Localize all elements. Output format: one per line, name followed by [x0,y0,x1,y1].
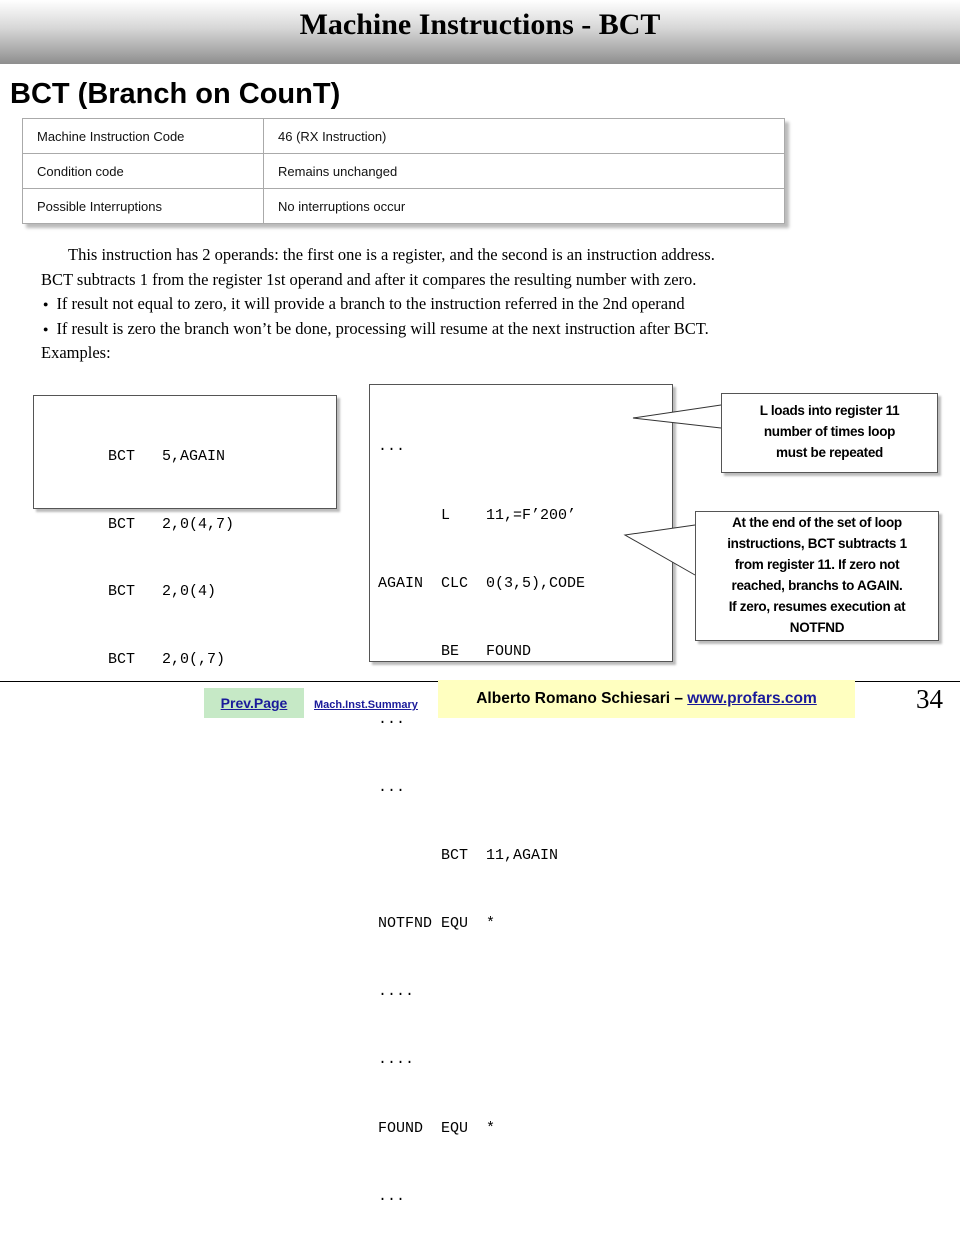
code-line: NOTFND EQU * [378,915,496,933]
callout-line: reached, branchs to AGAIN. [731,578,903,593]
code-line: BCT 5,AGAIN [108,448,226,465]
code-line: BCT 2,0(4,7) [108,515,235,533]
author-website-link[interactable]: www.profars.com [687,690,817,707]
table-row: Condition code Remains unchanged [22,153,785,189]
code-line: BCT 2,0(,7) [108,650,226,668]
examples-code-box: BCT 5,AGAIN BCT 2,0(4,7) BCT 2,0(4) BCT … [33,395,337,668]
description-bullet: If result not equal to zero, it will pro… [41,292,941,317]
examples-label: Examples: [41,343,111,362]
table-cell-label: Possible Interruptions [22,188,264,224]
table-row: Machine Instruction Code 46 (RX Instruct… [22,118,785,154]
callout-line: instructions, BCT subtracts 1 [727,536,907,551]
callout-line: number of times loop [763,424,896,439]
callout-line: must be repeated [776,445,883,460]
table-cell-value: Remains unchanged [263,153,785,189]
code-line: FOUND EQU * [378,1119,496,1137]
slide-header: Machine Instructions - BCT [0,0,960,64]
description-bullet: If result is zero the branch won’t be do… [41,317,941,342]
code-line: ... [378,438,406,456]
code-line: AGAIN CLC 0(3,5),CODE [378,574,586,592]
page-number: 34 [916,684,943,714]
callout-line: L loads into register 11 [759,403,900,418]
code-line: BCT 2,0(4) [108,583,217,600]
prev-page-link[interactable]: Prev.Page [204,688,304,718]
code-line: ... [378,1187,406,1205]
author-banner: Alberto Romano Schiesari – www.profars.c… [438,680,855,718]
code-line: BCT 11,AGAIN [378,847,559,865]
table-row: Possible Interruptions No interruptions … [22,188,785,224]
callout-line: NOTFND [789,620,845,635]
callout-line: from register 11. If zero not [734,557,900,572]
table-cell-value: 46 (RX Instruction) [263,118,785,154]
description-line: This instruction has 2 operands: the fir… [68,245,715,264]
table-cell-value: No interruptions occur [263,188,785,224]
author-name: Alberto Romano Schiesari – [476,690,688,707]
instruction-info-table: Machine Instruction Code 46 (RX Instruct… [22,118,785,224]
callout-line: If zero, resumes execution at [728,599,906,614]
code-line: ... [378,778,406,796]
slide-title: Machine Instructions - BCT [299,8,661,41]
callout-load-register: L loads into register 11 number of times… [721,393,938,473]
code-line: BE FOUND [378,642,532,660]
mach-inst-summary-link[interactable]: Mach.Inst.Summary [314,699,418,711]
description-text: This instruction has 2 operands: the fir… [41,243,941,366]
callout-bct-explanation: At the end of the set of loop instructio… [695,511,939,641]
code-line: L 11,=F’200’ [378,506,577,524]
description-line: BCT subtracts 1 from the register 1st op… [41,269,697,289]
code-line: .... [378,1051,415,1069]
table-cell-label: Condition code [22,153,264,189]
section-subtitle: BCT (Branch on CounT) [10,78,341,110]
table-cell-label: Machine Instruction Code [22,118,264,154]
callout-line: At the end of the set of loop [732,515,902,530]
code-line: .... [378,983,415,1001]
loop-code-box: ... L 11,=F’200’ AGAIN CLC 0(3,5),CODE B… [369,384,673,1205]
